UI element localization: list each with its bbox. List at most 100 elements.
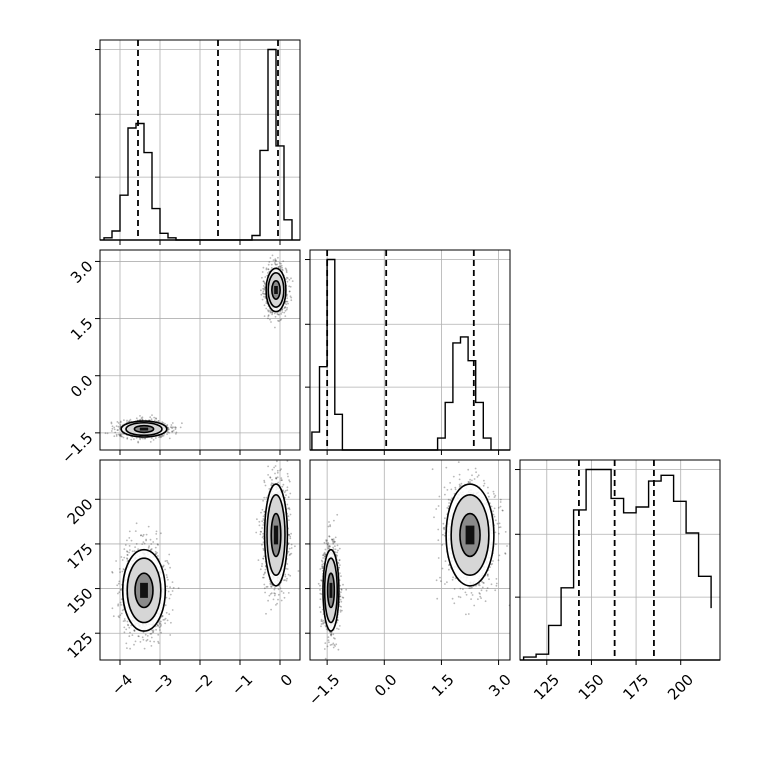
scatter-point [133, 643, 135, 646]
density-contour [270, 512, 282, 558]
scatter-point [269, 583, 272, 586]
scatter-point [259, 533, 262, 536]
scatter-point [274, 587, 276, 589]
scatter-point [159, 622, 162, 625]
scatter-point [118, 591, 121, 593]
x-tick-label: 1.5 [428, 671, 458, 701]
scatter-point [121, 559, 124, 561]
scatter-point [285, 269, 288, 272]
scatter-point [280, 318, 283, 321]
scatter-point [118, 616, 121, 619]
scatter-point [274, 315, 277, 318]
scatter-point [162, 564, 165, 567]
scatter-point [267, 309, 269, 311]
scatter-point [133, 438, 135, 440]
scatter-point [158, 621, 160, 624]
scatter-point [111, 571, 113, 573]
density-contour [133, 424, 155, 434]
scatter-point [274, 262, 276, 264]
density-core [140, 582, 148, 598]
scatter-point [492, 560, 494, 562]
scatter-point [467, 457, 469, 459]
scatter-point [160, 436, 162, 439]
scatter-point [165, 596, 168, 599]
scatter-point [113, 428, 116, 431]
scatter-point [267, 272, 269, 274]
scatter-point [290, 296, 293, 299]
scatter-point [260, 289, 262, 292]
scatter-point [157, 420, 160, 423]
scatter-point [115, 560, 117, 562]
scatter-point [170, 424, 173, 426]
scatter-point [487, 492, 489, 494]
scatter-point [117, 592, 119, 595]
scatter-point [257, 559, 260, 561]
scatter-point [271, 254, 274, 257]
scatter-point [155, 538, 158, 540]
scatter-point [279, 587, 282, 590]
scatter-point [128, 420, 131, 423]
scatter-point [175, 431, 178, 434]
scatter-point [267, 317, 269, 320]
scatter-point [262, 524, 265, 526]
scatter-point [174, 428, 177, 430]
scatter-point [274, 592, 277, 595]
scatter-point [120, 598, 123, 601]
scatter-point [158, 436, 160, 438]
scatter-point [270, 592, 273, 594]
scatter-point [139, 641, 142, 643]
panel-frame [99, 459, 301, 661]
scatter-point [499, 526, 502, 528]
scatter-point [141, 636, 144, 639]
scatter-point [140, 534, 143, 537]
scatter-point [261, 276, 263, 279]
scatter-point [267, 268, 270, 271]
scatter-point [164, 617, 167, 620]
scatter-point [146, 638, 149, 641]
scatter-point [162, 619, 165, 621]
scatter-point [161, 435, 164, 438]
scatter-point [171, 426, 174, 429]
scatter-point [171, 422, 174, 424]
scatter-point [265, 496, 268, 499]
scatter-point [111, 425, 114, 428]
scatter-point [291, 280, 294, 282]
scatter-point [174, 426, 177, 429]
scatter-point [110, 422, 113, 425]
scatter-point [286, 460, 289, 462]
density-contour [266, 494, 286, 576]
scatter-point [280, 468, 282, 470]
scatter-point [121, 570, 124, 573]
scatter-point [119, 571, 121, 574]
scatter-point [126, 620, 129, 623]
scatter-point [262, 576, 264, 579]
scatter-point [287, 515, 290, 518]
scatter-point [289, 553, 292, 556]
scatter-point [446, 507, 449, 509]
scatter-point [260, 293, 263, 296]
scatter-point [119, 421, 122, 424]
scatter-point [152, 541, 155, 543]
scatter-point [126, 550, 128, 553]
scatter-point [145, 639, 148, 642]
scatter-point [274, 326, 276, 329]
scatter-point [285, 268, 288, 271]
scatter-point [433, 516, 435, 519]
scatter-point [264, 276, 267, 278]
scatter-point [284, 579, 286, 581]
scatter-point [290, 552, 293, 555]
scatter-point [281, 479, 283, 481]
panel-frame [309, 249, 511, 451]
scatter-point [169, 566, 172, 569]
scatter-point [274, 258, 277, 260]
scatter-point [504, 531, 507, 533]
scatter-point [288, 507, 290, 509]
scatter-point [119, 434, 122, 436]
scatter-point [144, 437, 146, 440]
scatter-point [288, 519, 290, 521]
scatter-point [276, 313, 279, 315]
scatter-point [286, 277, 289, 279]
scatter-point [279, 265, 282, 268]
scatter-point [264, 591, 266, 594]
scatter-point [266, 585, 269, 588]
